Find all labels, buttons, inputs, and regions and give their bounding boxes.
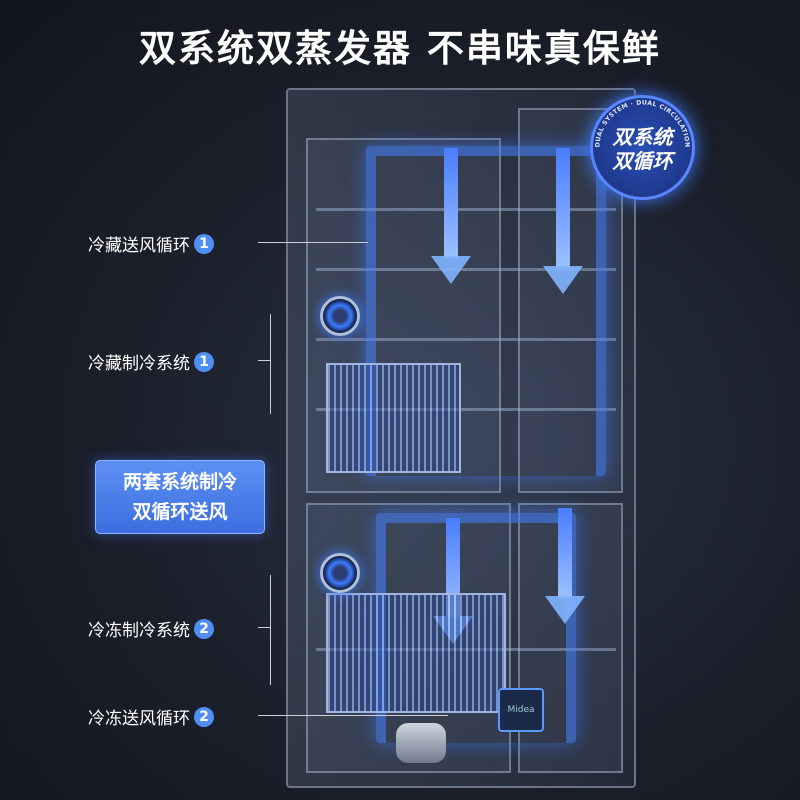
feature-line2: 双循环送风 bbox=[132, 501, 228, 523]
callout-text: 冷藏送风循环 bbox=[88, 236, 190, 256]
airflow-arrow bbox=[444, 148, 458, 258]
callout-text: 冷冻送风循环 bbox=[88, 709, 190, 729]
freezer-evaporator bbox=[326, 593, 506, 713]
airflow-arrow bbox=[556, 148, 570, 268]
shelf bbox=[316, 208, 616, 211]
feature-line1: 两套系统制冷 bbox=[122, 471, 237, 493]
fridge-airflow bbox=[366, 146, 606, 476]
freezer-fan-icon bbox=[320, 553, 360, 593]
number-badge: 1 bbox=[194, 351, 214, 372]
leader-line bbox=[270, 575, 271, 685]
feature-box: 两套系统制冷 双循环送风 bbox=[95, 460, 265, 534]
callout-text: 冷冻制冷系统 bbox=[88, 621, 190, 641]
badge-ring: DUAL SYSTEM · DUAL CIRCULATION bbox=[594, 99, 690, 147]
fridge-illustration: Midea bbox=[286, 88, 636, 788]
badge-line1: 双系统 bbox=[612, 125, 673, 149]
leader-line bbox=[258, 715, 448, 716]
fridge-fan-icon bbox=[320, 296, 360, 336]
badge-line2: 双循环 bbox=[612, 149, 673, 173]
leader-line bbox=[258, 242, 368, 243]
number-badge: 2 bbox=[194, 618, 214, 639]
airflow-arrow bbox=[558, 508, 572, 598]
shelf bbox=[316, 338, 616, 341]
number-badge: 2 bbox=[194, 706, 214, 727]
dual-system-badge: DUAL SYSTEM · DUAL CIRCULATION 双系统 双循环 bbox=[590, 95, 695, 200]
callout-text: 冷藏制冷系统 bbox=[88, 354, 190, 374]
leader-line bbox=[270, 314, 271, 414]
headline: 双系统双蒸发器 不串味真保鲜 bbox=[139, 27, 661, 70]
fridge-evaporator bbox=[326, 363, 461, 473]
down-arrow-icon bbox=[431, 256, 471, 284]
down-arrow-icon bbox=[545, 596, 585, 624]
leader-line bbox=[258, 627, 270, 628]
down-arrow-icon bbox=[543, 266, 583, 294]
shelf bbox=[316, 408, 616, 411]
brand-logo: Midea bbox=[498, 688, 544, 732]
leader-line bbox=[258, 360, 270, 361]
number-badge: 1 bbox=[194, 233, 214, 254]
compressor bbox=[396, 723, 446, 763]
